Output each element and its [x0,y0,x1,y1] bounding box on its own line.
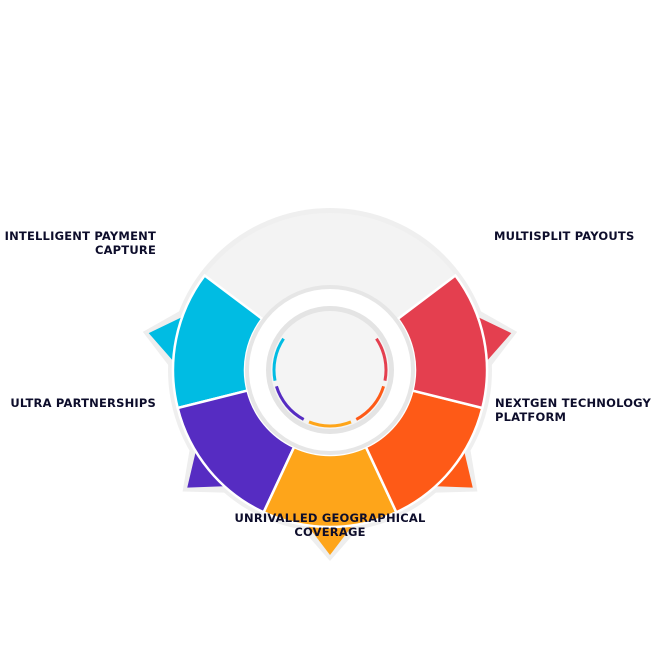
top-track-segment [204,213,456,319]
label-line: UNRIVALLED GEOGRAPHICAL [234,511,426,525]
segment-2 [261,445,399,529]
label-line: PLATFORM [495,410,567,424]
inner-progress-arc-2 [308,420,352,428]
inner-progress-arc-3 [355,385,385,421]
segment-arrow-2 [305,523,355,555]
label-nextgen-technology-platform: NEXTGEN TECHNOLOGY PLATFORM [495,396,651,424]
label-unrivalled-geographical-coverage: UNRIVALLED GEOGRAPHICAL COVERAGE [230,511,430,539]
inner-progress-arc-1 [275,385,305,421]
label-line: COVERAGE [294,525,366,539]
label-multisplit-payouts: MULTISPLIT PAYOUTS [494,229,635,243]
label-line: NEXTGEN TECHNOLOGY [495,396,652,410]
inner-progress-arc-0 [272,337,285,381]
label-ultra-partnerships: ULTRA PARTNERSHIPS [10,396,156,410]
label-line: CAPTURE [94,243,156,257]
inner-progress-arc-4 [375,337,388,381]
label-line: INTELLIGENT PAYMENT [4,229,156,243]
label-intelligent-payment-capture: INTELLIGENT PAYMENT CAPTURE [5,229,156,257]
center-circle [271,311,389,429]
